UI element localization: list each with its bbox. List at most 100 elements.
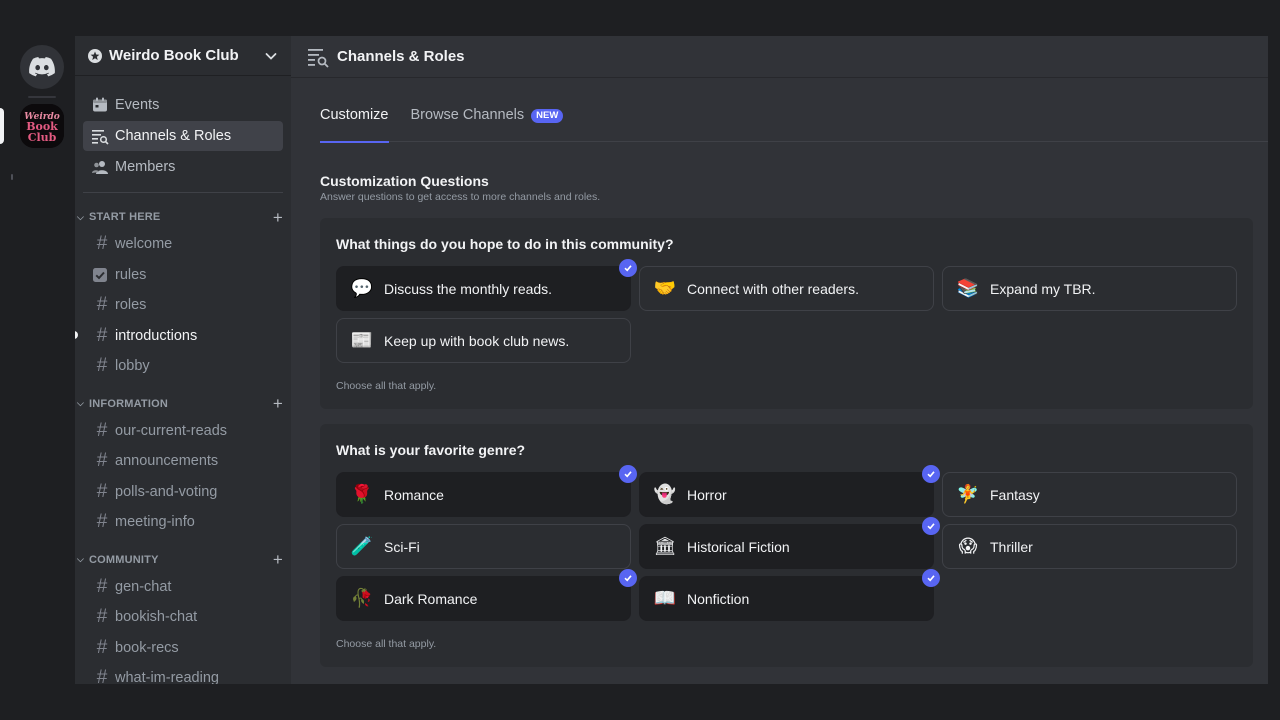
create-channel-plus-icon[interactable]: + [272, 550, 283, 569]
option-connect-readers[interactable]: 🤝 Connect with other readers. [639, 266, 934, 311]
newspaper-icon: 📰 [350, 330, 374, 350]
option-romance[interactable]: 🌹 Romance [336, 465, 637, 517]
rose-icon: 🌹 [350, 484, 374, 504]
question-title: What is your favorite genre? [336, 442, 526, 458]
create-channel-plus-icon[interactable]: + [272, 207, 283, 227]
tab-customize[interactable]: Customize [320, 106, 389, 143]
channel-polls-and-voting[interactable]: # polls-and-voting [83, 477, 283, 508]
channel-welcome[interactable]: # welcome [83, 229, 283, 260]
category-information[interactable]: ⌵ INFORMATION + [75, 392, 291, 416]
channel-label: gen-chat [115, 578, 172, 595]
page-title: Channels & Roles [337, 48, 465, 65]
server-logo-text-1: Weirdo [24, 112, 60, 122]
chevron-down-icon [265, 52, 277, 60]
main-header: Channels & Roles [291, 36, 1268, 78]
option-label: Keep up with book club news. [384, 332, 570, 349]
option-sci-fi[interactable]: 🧪 Sci-Fi [336, 524, 631, 569]
test-tube-icon: 🧪 [350, 536, 374, 556]
hash-icon: # [96, 419, 108, 441]
books-icon: 📚 [956, 278, 980, 298]
option-thriller[interactable]: 😱 Thriller [942, 524, 1237, 569]
channel-label: rules [115, 266, 147, 283]
question-hint: Choose all that apply. [336, 380, 437, 392]
channel-rules[interactable]: rules [83, 260, 283, 291]
channel-meeting-info[interactable]: # meeting-info [83, 507, 283, 538]
option-fantasy[interactable]: 🧚 Fantasy [942, 472, 1237, 517]
create-channel-plus-icon[interactable]: + [272, 394, 283, 413]
channel-roles[interactable]: #roles [83, 290, 283, 321]
server-boost-gem-icon [88, 48, 102, 63]
selected-check-icon [922, 465, 940, 483]
hash-icon: # [96, 355, 108, 377]
sidebar-item-label: Members [115, 159, 176, 175]
open-book-icon: 📖 [653, 588, 677, 608]
hash-icon: # [96, 511, 108, 533]
sidebar-item-events[interactable]: Events [83, 90, 283, 120]
hash-icon: # [96, 667, 108, 684]
selected-check-icon [922, 569, 940, 587]
option-label: Historical Fiction [687, 538, 790, 555]
server-header[interactable]: Weirdo Book Club [75, 36, 291, 76]
option-book-club-news[interactable]: 📰 Keep up with book club news. [336, 318, 631, 363]
classical-building-icon: 🏛 [653, 536, 677, 556]
selected-server-indicator [0, 108, 4, 144]
option-discuss-monthly-reads[interactable]: 💬 Discuss the monthly reads. [336, 259, 637, 311]
sidebar-item-label: Events [115, 97, 160, 113]
tab-browse-channels[interactable]: Browse Channels NEW [411, 106, 564, 142]
calendar-icon [91, 96, 109, 114]
option-dark-romance[interactable]: 🥀 Dark Romance [336, 569, 637, 621]
channel-bookish-chat[interactable]: #bookish-chat [83, 602, 283, 633]
question-card-community-goals: What things do you hope to do in this co… [320, 218, 1253, 409]
option-label: Horror [687, 486, 727, 503]
discord-home-button[interactable] [20, 45, 64, 89]
fairy-icon: 🧚 [956, 484, 980, 504]
channel-our-current-reads[interactable]: #our-current-reads [83, 416, 283, 447]
section-title: Customization Questions [320, 173, 489, 189]
channel-lobby[interactable]: # lobby [83, 351, 283, 382]
discord-logo-icon [29, 57, 55, 77]
channel-sidebar: Weirdo Book Club Events Channels & Roles… [75, 36, 291, 684]
hash-icon: # [96, 480, 108, 502]
chevron-down-icon: ⌵ [77, 211, 85, 222]
members-icon [91, 158, 109, 176]
wilted-flower-icon: 🥀 [350, 588, 374, 608]
channel-introductions[interactable]: #introductions [75, 321, 283, 352]
channel-label: bookish-chat [115, 609, 198, 626]
option-label: Nonfiction [687, 590, 750, 607]
option-label: Connect with other readers. [687, 280, 859, 297]
channels-browse-icon [91, 127, 109, 145]
sidebar-divider [83, 192, 283, 193]
option-nonfiction[interactable]: 📖 Nonfiction [639, 569, 940, 621]
sidebar-item-members[interactable]: Members [83, 152, 283, 182]
option-label: Thriller [990, 538, 1033, 555]
new-badge: NEW [531, 109, 564, 123]
option-label: Fantasy [990, 486, 1040, 503]
category-start-here[interactable]: ⌵ START HERE + [75, 205, 291, 229]
channel-label: roles [115, 297, 147, 314]
channel-book-recs[interactable]: #book-recs [83, 633, 283, 664]
hash-icon: # [96, 636, 108, 658]
channel-announcements[interactable]: #announcements [83, 446, 283, 477]
category-community[interactable]: ⌵ COMMUNITY + [75, 548, 291, 572]
category-label: INFORMATION [89, 397, 168, 410]
option-label: Sci-Fi [384, 538, 420, 555]
server-icon-weirdo-book-club[interactable]: Weirdo Book Club [20, 104, 64, 148]
channel-label: welcome [115, 236, 173, 253]
channel-label: meeting-info [115, 514, 195, 531]
question-title: What things do you hope to do in this co… [336, 236, 674, 252]
selected-check-icon [619, 259, 637, 277]
channels-browse-icon [308, 48, 329, 68]
unread-indicator [75, 330, 78, 339]
option-horror[interactable]: 👻 Horror [639, 465, 940, 517]
option-expand-tbr[interactable]: 📚 Expand my TBR. [942, 266, 1237, 311]
hash-icon: # [96, 450, 108, 472]
selected-check-icon [922, 517, 940, 535]
server-logo-text-2: Book [26, 120, 58, 133]
channel-what-im-reading[interactable]: #what-im-reading [83, 663, 283, 684]
channel-label: polls-and-voting [115, 483, 218, 500]
sidebar-item-channels-roles[interactable]: Channels & Roles [83, 121, 283, 151]
channel-gen-chat[interactable]: #gen-chat [83, 572, 283, 603]
option-historical-fiction[interactable]: 🏛 Historical Fiction [639, 517, 940, 569]
channel-label: lobby [115, 358, 150, 375]
hash-icon: # [96, 233, 108, 255]
